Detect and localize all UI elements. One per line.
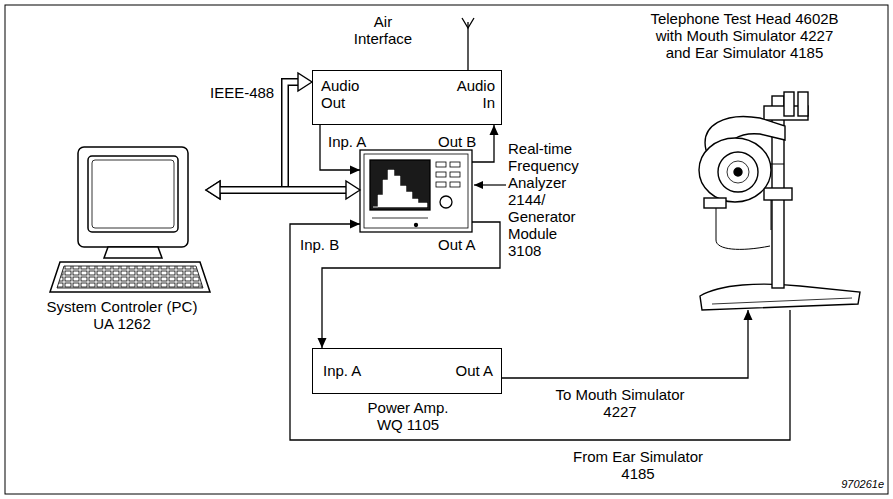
analyzer-node: Inp. AOut BInp. BOut A xyxy=(360,150,472,232)
port-label: Out A xyxy=(438,236,478,253)
connector-label: From Ear Simulator 4185 xyxy=(568,448,708,482)
test-head-node: Telephone Test Head 4602B with Mouth Sim… xyxy=(690,88,860,310)
signal-line xyxy=(502,310,748,378)
panel-led xyxy=(415,224,418,227)
panel-button xyxy=(436,162,446,167)
port-label: Inp. B xyxy=(300,236,345,253)
bus-arrow-head xyxy=(206,181,220,199)
analyzer-screen xyxy=(370,160,430,210)
signal-line xyxy=(322,222,500,348)
port-label: Out B xyxy=(438,133,478,150)
bus-arrow-head xyxy=(346,181,360,199)
head-body xyxy=(699,138,771,202)
ear-simulator-ring xyxy=(727,161,749,183)
port-label: Inp. A xyxy=(328,133,373,150)
base-edge xyxy=(712,298,852,304)
device-label: Power Amp. WQ 1105 xyxy=(363,399,453,433)
device-label: System Controler (PC) UA 1262 xyxy=(42,298,202,332)
panel-button xyxy=(450,182,460,187)
panel-line xyxy=(372,218,428,219)
panel-button xyxy=(450,162,460,167)
port-label: Inp. A xyxy=(323,362,373,379)
bus-arrow-head xyxy=(298,73,312,91)
connector-label: IEEE-488 xyxy=(210,84,280,101)
box-heading: Air Interface xyxy=(348,13,418,47)
antenna xyxy=(462,18,474,70)
adjust-knob xyxy=(798,92,808,116)
frame xyxy=(5,5,888,494)
figure-number: 970261e xyxy=(826,478,884,491)
port-label: Audio In xyxy=(450,77,495,111)
mouth-simulator xyxy=(704,198,726,208)
device-callout: Real-time Frequency Analyzer 2144/ Gener… xyxy=(508,140,588,259)
adjust-knob xyxy=(784,92,794,116)
cable xyxy=(716,164,784,249)
signal-connector xyxy=(502,310,748,378)
monitor-screen xyxy=(88,156,178,232)
screen-inner xyxy=(92,160,174,228)
analyzer-illustration xyxy=(360,150,472,232)
leader-line xyxy=(474,184,506,185)
test-head-illustration xyxy=(699,92,860,310)
panel-button xyxy=(450,172,460,177)
bus-outline xyxy=(218,186,348,194)
bus-connector xyxy=(206,181,360,199)
pc-illustration xyxy=(50,147,210,292)
panel-knob xyxy=(440,196,452,208)
connector-label: To Mouth Simulator 4227 xyxy=(550,386,690,420)
keyboard-keys xyxy=(57,266,203,288)
bus-connector xyxy=(206,73,312,199)
panel-button xyxy=(436,172,446,177)
port-label: Out A xyxy=(443,362,493,379)
spectrum-trace xyxy=(373,170,427,207)
amplifier-box: Inp. AOut APower Amp. WQ 1105 xyxy=(312,348,502,394)
device-heading: Telephone Test Head 4602B with Mouth Sim… xyxy=(642,10,847,61)
antenna-tip xyxy=(462,18,474,28)
pole-clamp xyxy=(764,188,792,200)
analyzer-bezel xyxy=(364,154,468,228)
keyboard xyxy=(50,262,210,292)
bus-arrow-head xyxy=(206,181,220,199)
panel-button xyxy=(436,182,446,187)
bus-fill xyxy=(218,188,348,193)
monitor xyxy=(78,147,188,247)
analyzer-case xyxy=(360,150,472,232)
ear-simulator-center xyxy=(734,168,742,176)
monitor-stand xyxy=(104,247,162,258)
pc-node: System Controler (PC) UA 1262 xyxy=(38,145,206,295)
signal-connector xyxy=(322,222,500,348)
ear-simulator xyxy=(718,152,758,192)
interface-box: Air InterfaceAudio OutAudio In xyxy=(312,70,502,125)
port-label: Audio Out xyxy=(321,77,366,111)
